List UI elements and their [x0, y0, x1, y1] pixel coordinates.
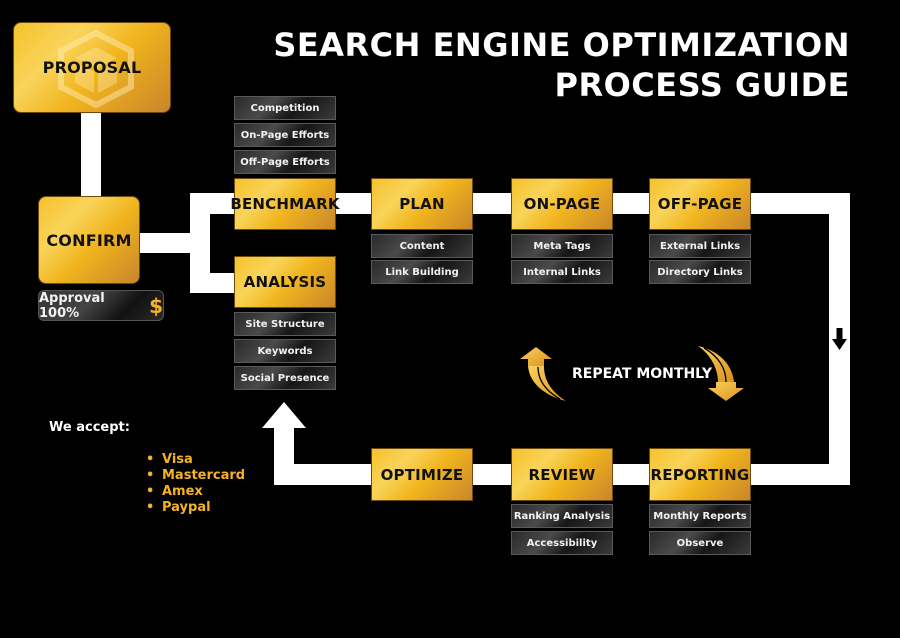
benchmark-item: On-Page Efforts: [234, 123, 336, 147]
review-item: Accessibility: [511, 531, 613, 555]
payments-heading: We accept:: [49, 420, 130, 435]
proposal-label: PROPOSAL: [42, 58, 142, 77]
analysis-item: Keywords: [234, 339, 336, 363]
up-arrow-icon: [262, 402, 306, 428]
optimize-label: OPTIMIZE: [380, 465, 464, 484]
off-page-item: Directory Links: [649, 260, 751, 284]
payment-method: Amex: [146, 484, 245, 500]
analysis-label: ANALYSIS: [243, 273, 327, 291]
confirm-label: CONFIRM: [46, 230, 132, 250]
cube-icon: [58, 29, 134, 109]
review-box[interactable]: REVIEW: [511, 448, 613, 501]
connector-branch-benchmark: [190, 193, 236, 214]
confirm-box[interactable]: CONFIRM: [38, 196, 140, 284]
review-label: REVIEW: [528, 465, 596, 484]
analysis-box[interactable]: ANALYSIS: [234, 256, 336, 308]
connector-branch-vertical: [190, 193, 210, 293]
analysis-item: Site Structure: [234, 312, 336, 336]
review-item: Ranking Analysis: [511, 504, 613, 528]
proposal-box[interactable]: PROPOSAL: [13, 22, 171, 113]
title-line-2: PROCESS GUIDE: [554, 66, 850, 104]
plan-item: Link Building: [371, 260, 473, 284]
connector-left-vertical: [274, 426, 294, 485]
on-page-box[interactable]: ON-PAGE: [511, 178, 613, 230]
analysis-item: Social Presence: [234, 366, 336, 390]
benchmark-label: BENCHMARK: [230, 195, 340, 213]
benchmark-item: Competition: [234, 96, 336, 120]
benchmark-item: Off-Page Efforts: [234, 150, 336, 174]
repeat-monthly-label: REPEAT MONTHLY: [572, 366, 713, 382]
reporting-label: REPORTING: [650, 465, 750, 484]
on-page-label: ON-PAGE: [523, 195, 601, 213]
connector-proposal-confirm: [81, 112, 101, 198]
curved-up-arrow-icon: [520, 347, 566, 401]
approval-badge: Approval 100% $: [38, 290, 164, 321]
benchmark-box[interactable]: BENCHMARK: [230, 178, 339, 230]
on-page-item: Internal Links: [511, 260, 613, 284]
reporting-item: Monthly Reports: [649, 504, 751, 528]
plan-box[interactable]: PLAN: [371, 178, 473, 230]
approval-label: Approval 100%: [39, 290, 105, 321]
curved-down-arrow-icon: [698, 346, 744, 401]
dollar-icon: $: [149, 293, 163, 318]
payment-method: Visa: [146, 452, 245, 468]
off-page-box[interactable]: OFF-PAGE: [649, 178, 751, 230]
plan-label: PLAN: [399, 195, 445, 213]
on-page-item: Meta Tags: [511, 234, 613, 258]
reporting-box[interactable]: REPORTING: [649, 448, 751, 501]
reporting-item: Observe: [649, 531, 751, 555]
connector-branch-analysis: [190, 273, 236, 293]
payment-method: Mastercard: [146, 468, 245, 484]
off-page-label: OFF-PAGE: [657, 195, 743, 213]
plan-item: Content: [371, 234, 473, 258]
off-page-item: External Links: [649, 234, 751, 258]
payment-method: Paypal: [146, 500, 245, 516]
optimize-box[interactable]: OPTIMIZE: [371, 448, 473, 501]
title-line-1: SEARCH ENGINE OPTIMIZATION: [273, 26, 850, 64]
payment-methods-list: Visa Mastercard Amex Paypal: [146, 452, 245, 516]
down-arrow-icon: [832, 328, 847, 350]
